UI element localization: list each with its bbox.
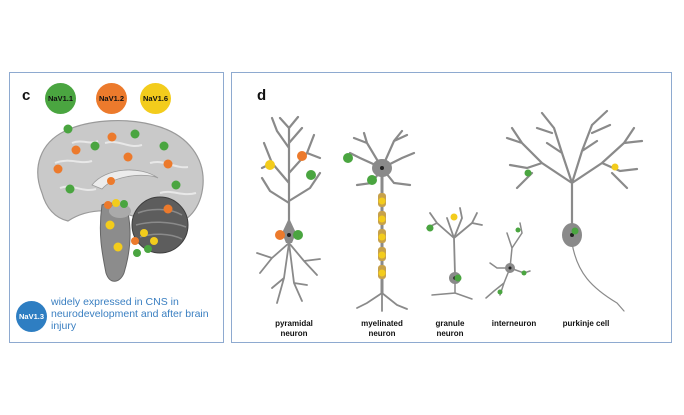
nucleus: [287, 233, 291, 237]
brain-dot: [71, 145, 81, 155]
brain-illustration: [37, 120, 204, 282]
nav13-description: widely expressed in CNS in neurodevelopm…: [51, 296, 209, 332]
neuron-label-interneuron: interneuron: [482, 319, 546, 329]
brain-dot: [130, 129, 140, 139]
neuron-label-pyramidal: pyramidal neuron: [264, 319, 324, 339]
neuron-dot: [306, 170, 316, 180]
brain-dot: [53, 164, 63, 174]
brain-dot: [171, 180, 181, 190]
brain-dot: [120, 200, 128, 208]
legend-nav16-label: NaV1.6: [142, 94, 169, 103]
brain-dot: [104, 201, 112, 209]
neuron-dot: [378, 233, 386, 241]
neuron-dot: [454, 274, 462, 282]
brain-dot: [140, 229, 148, 237]
neuron-label-line: neuron: [436, 329, 464, 338]
neuron-dot: [524, 169, 532, 177]
legend-nav12-label: NaV1.2: [98, 94, 125, 103]
panel-d-label: d: [257, 87, 267, 104]
panel-d: d: [231, 72, 672, 343]
pyramidal-soma: [282, 218, 296, 243]
legend-nav12-dot: NaV1.2: [96, 83, 127, 114]
nucleus: [380, 166, 384, 170]
legend-nav11-dot: NaV1.1: [45, 83, 76, 114]
nav13-label: NaV1.3: [18, 312, 45, 321]
neuron-dot: [521, 270, 527, 276]
nav13-dot: NaV1.3: [16, 301, 47, 332]
neuron-dot: [515, 227, 521, 233]
thalamus-shape: [109, 204, 131, 218]
neuron-illustrations: [256, 109, 644, 312]
neuron-label-line: purkinje cell: [562, 319, 610, 328]
neuron-dot: [293, 230, 303, 240]
brain-dot: [105, 220, 115, 230]
neuron-label-line: interneuron: [491, 319, 537, 328]
neuron-dot: [611, 163, 619, 171]
brain-dot: [113, 242, 123, 252]
legend-nav11-label: NaV1.1: [47, 94, 74, 103]
brain-dot: [131, 237, 139, 245]
pyramidal-neuron-shape: [256, 115, 322, 304]
neuron-label-line: myelinated: [361, 319, 403, 328]
brain-dot: [150, 237, 158, 245]
brain-dot: [107, 177, 115, 185]
brain-dot: [90, 141, 100, 151]
legend-nav16-dot: NaV1.6: [140, 83, 171, 114]
neuron-dot: [367, 175, 377, 185]
nucleus: [508, 266, 512, 270]
brain-dot: [163, 204, 173, 214]
brain-dot: [63, 124, 73, 134]
brain-dot: [107, 132, 117, 142]
neuron-dot: [426, 224, 434, 232]
neuron-dot: [571, 227, 579, 235]
neuron-nuclei: [287, 166, 574, 280]
neuron-dot: [378, 251, 386, 259]
brain-dot: [112, 199, 120, 207]
brain-dot: [163, 159, 173, 169]
brain-dot: [133, 249, 141, 257]
neuron-label-line: neuron: [280, 329, 308, 338]
neuron-dot: [450, 213, 458, 221]
neuron-label-granule: granule neuron: [424, 319, 476, 339]
nucleus: [570, 233, 574, 237]
interneuron-shape: [485, 222, 531, 299]
neuron-dot: [275, 230, 285, 240]
neuron-label-purkinje: purkinje cell: [550, 319, 622, 329]
purkinje-cell-shape: [505, 109, 644, 312]
panel-c: c NaV1.1 NaV1.2 NaV1.6: [9, 72, 224, 343]
neuron-dot: [378, 269, 386, 277]
neuron-dot: [378, 197, 386, 205]
neuron-dot: [297, 151, 307, 161]
neuron-dot: [265, 160, 275, 170]
neuron-label-line: neuron: [368, 329, 396, 338]
neuron-dot: [378, 215, 386, 223]
brain-dot: [123, 152, 133, 162]
brain-dot: [159, 141, 169, 151]
neuron-label-line: pyramidal: [275, 319, 313, 328]
neuron-dot: [497, 289, 503, 295]
panel-c-label: c: [22, 87, 31, 104]
neuron-somata: [282, 159, 582, 284]
brain-channel-dots: [53, 124, 181, 257]
neuron-channel-dots: [265, 151, 619, 295]
brain-dot: [65, 184, 75, 194]
granule-neuron-shape: [426, 207, 483, 300]
neuron-dot: [343, 153, 353, 163]
neuron-label-line: granule: [435, 319, 465, 328]
brain-dot: [144, 245, 152, 253]
neuron-label-myelinated: myelinated neuron: [350, 319, 414, 339]
